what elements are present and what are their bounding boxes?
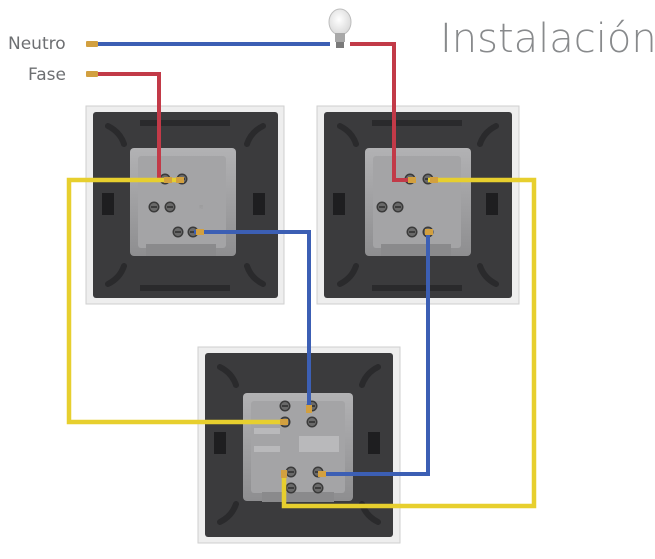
switch-plate-3 [197,346,401,544]
light-bulb-icon [328,8,352,48]
switch-plate-2 [316,105,520,305]
phase-label: Fase [28,65,66,85]
lamp-return-wire [350,42,412,182]
page-title: Instalación [440,16,655,62]
traveler-wire-1 [66,177,286,425]
switch-mechanism-1 [130,148,236,256]
wire-terminals [86,41,438,478]
neutral-label: Neutro [8,34,66,54]
svg-text:≋: ≋ [199,203,203,211]
traveler-wire-3 [194,230,311,408]
traveler-wire-4 [320,232,430,476]
traveler-wire-2 [281,177,537,509]
switch-plate-1: ≋ [85,105,285,305]
